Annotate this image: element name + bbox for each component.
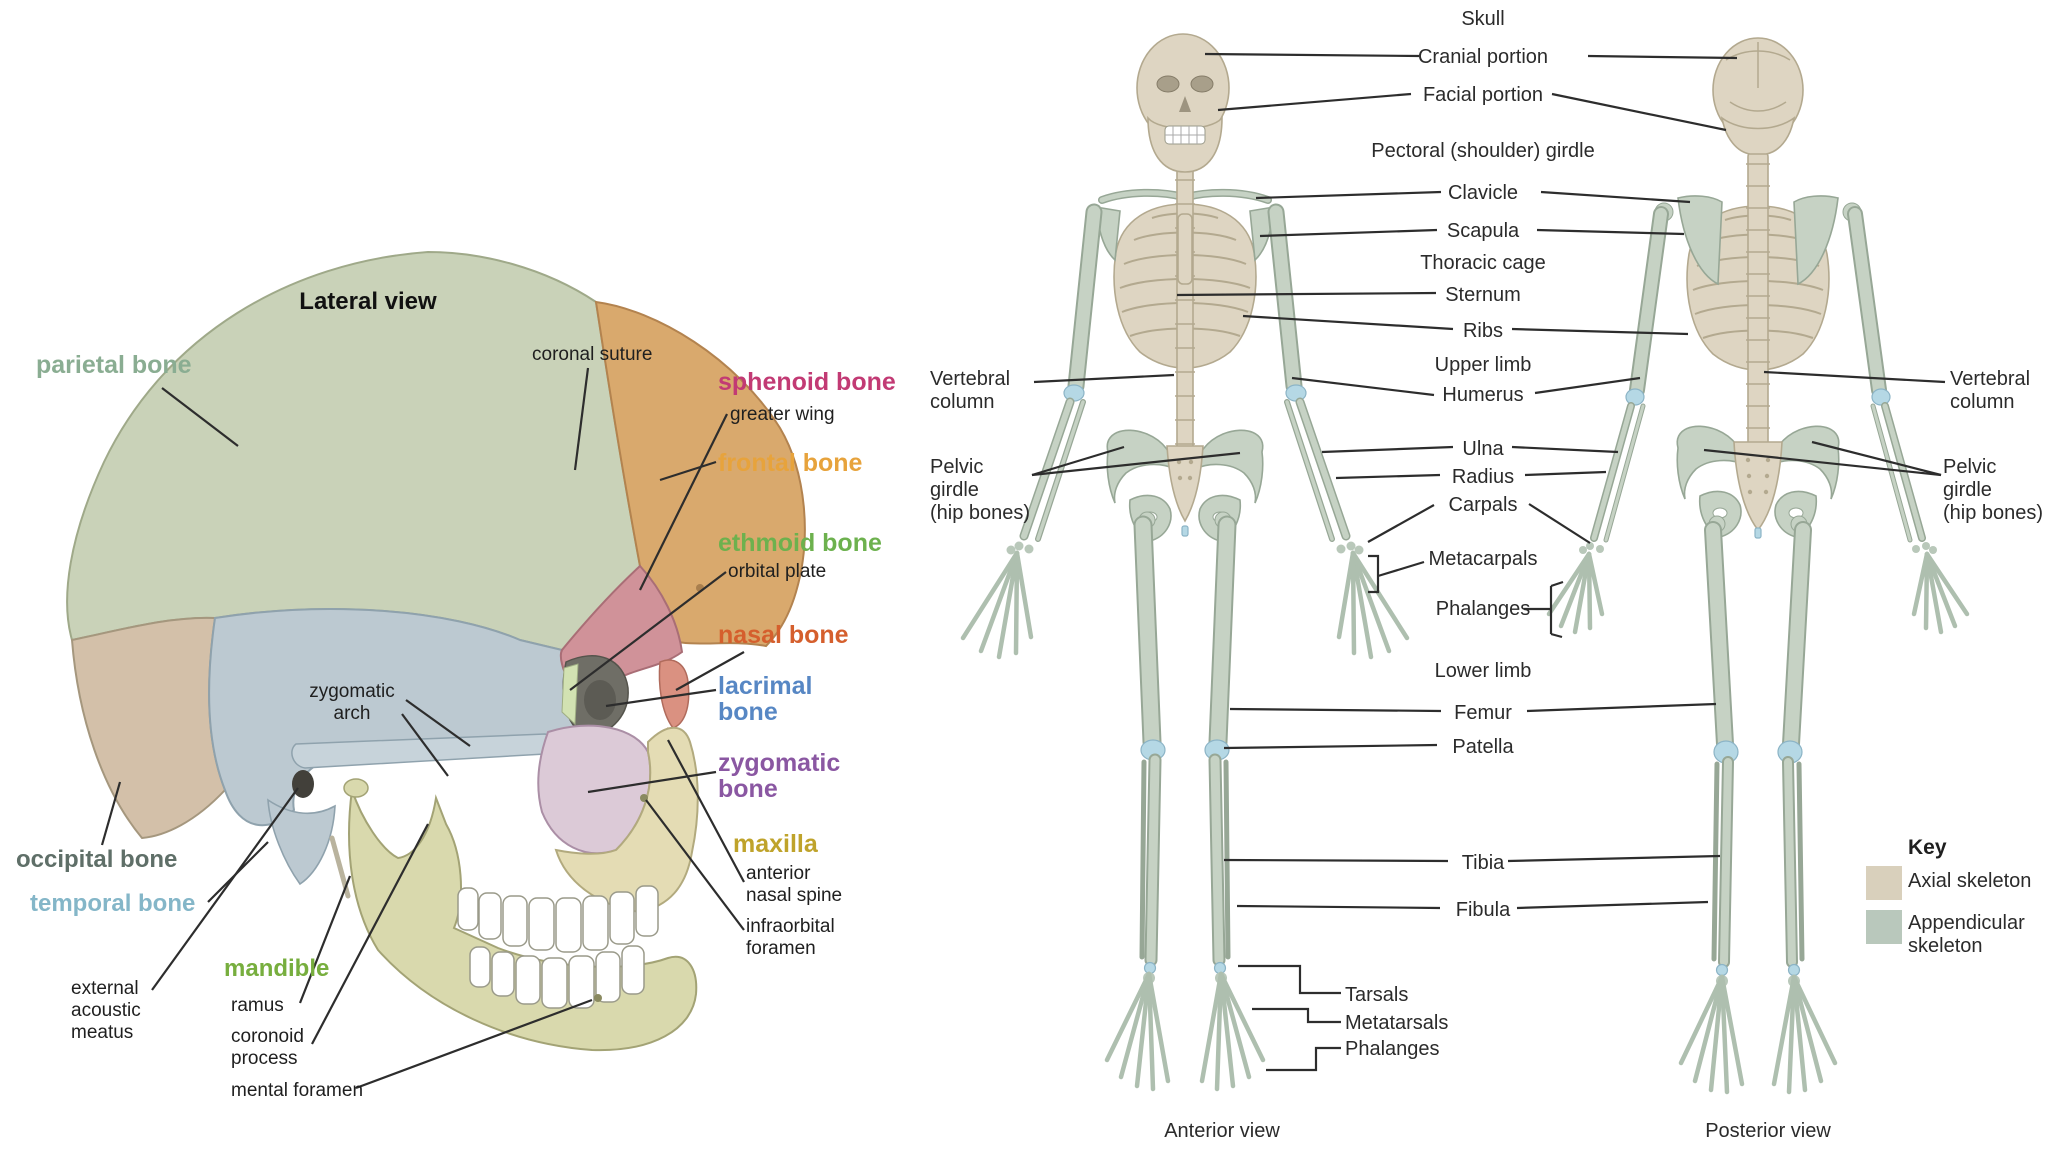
skeleton-leader-lines: [1031, 52, 1946, 1072]
label-vertebral-column-right: Vertebral column: [1950, 368, 2031, 414]
anterior-skeleton: [960, 33, 1407, 1089]
label-frontal-bone: frontal bone: [718, 449, 863, 477]
skull-leader-lines: [100, 367, 745, 1090]
skull-lateral-illustration: [66, 250, 806, 1090]
label-facial-portion: Facial portion: [1422, 84, 1544, 106]
label-phalanges-hand: Phalanges: [1435, 598, 1531, 620]
label-pectoral-girdle: Pectoral (shoulder) girdle: [1371, 140, 1595, 162]
label-thoracic-cage: Thoracic cage: [1420, 252, 1546, 274]
label-anterior-nasal-spine: anterior nasal spine: [746, 863, 843, 907]
lower-teeth: [469, 945, 645, 1009]
label-carpals: Carpals: [1448, 494, 1518, 516]
label-pelvic-girdle-right: Pelvic girdle (hip bones): [1943, 456, 2044, 525]
key-swatch-appendicular: [1866, 910, 1902, 944]
label-orbital-plate: orbital plate: [728, 561, 827, 582]
label-zygomatic-bone: zygomatic bone: [718, 749, 841, 804]
label-ribs: Ribs: [1462, 320, 1504, 342]
label-pelvic-girdle-left: Pelvic girdle (hip bones): [930, 456, 1031, 525]
label-tibia: Tibia: [1461, 852, 1505, 874]
label-mental-foramen: mental foramen: [231, 1080, 364, 1101]
label-skull-heading: Skull: [1461, 8, 1505, 30]
label-ethmoid-bone: ethmoid bone: [718, 529, 882, 557]
label-humerus: Humerus: [1442, 384, 1524, 406]
label-radius: Radius: [1451, 466, 1515, 488]
label-ulna: Ulna: [1462, 438, 1504, 460]
label-zygomatic-arch: zygomatic arch: [309, 681, 395, 725]
label-fibula: Fibula: [1455, 899, 1511, 921]
label-tarsals: Tarsals: [1345, 984, 1409, 1006]
label-lower-limb: Lower limb: [1434, 660, 1532, 682]
key-label-appendicular: Appendicular skeleton: [1908, 912, 2025, 958]
label-vertebral-column-left: Vertebral column: [930, 368, 1011, 414]
mental-foramen-dot: [594, 994, 602, 1002]
key-swatch-axial: [1866, 866, 1902, 900]
label-cranial-portion: Cranial portion: [1417, 46, 1549, 68]
label-sphenoid-bone: sphenoid bone: [718, 368, 896, 396]
lateral-view-title: Lateral view: [299, 288, 437, 315]
label-clavicle: Clavicle: [1447, 182, 1519, 204]
label-anterior-view: Anterior view: [1164, 1120, 1280, 1142]
label-scapula: Scapula: [1446, 220, 1520, 242]
label-upper-limb: Upper limb: [1434, 354, 1532, 376]
label-maxilla: maxilla: [733, 830, 818, 858]
label-greater-wing: greater wing: [730, 404, 835, 425]
label-mandible: mandible: [224, 955, 330, 982]
label-metatarsals: Metatarsals: [1345, 1012, 1449, 1034]
label-sternum: Sternum: [1445, 284, 1521, 306]
label-metacarpals: Metacarpals: [1428, 548, 1538, 570]
label-ramus: ramus: [231, 995, 284, 1016]
label-occipital-bone: occipital bone: [16, 846, 178, 873]
key-label-axial: Axial skeleton: [1908, 870, 2032, 892]
label-lacrimal-bone: lacrimal bone: [718, 672, 813, 727]
key-title: Key: [1908, 836, 1947, 859]
label-infraorbital-foramen: infraorbital foramen: [746, 916, 835, 960]
label-coronal-suture: coronal suture: [532, 344, 653, 365]
label-patella: Patella: [1452, 736, 1514, 758]
posterior-skeleton: [1546, 37, 1967, 1092]
label-posterior-view: Posterior view: [1705, 1120, 1831, 1142]
label-phalanges-foot: Phalanges: [1345, 1038, 1440, 1060]
label-external-acoustic-meatus: external acoustic meatus: [71, 978, 141, 1044]
label-nasal-bone: nasal bone: [718, 621, 849, 649]
label-parietal-bone: parietal bone: [36, 351, 192, 379]
label-femur: Femur: [1454, 702, 1512, 724]
upper-teeth: [457, 885, 659, 953]
label-temporal-bone: temporal bone: [30, 890, 196, 917]
label-coronoid-process: coronoid process: [231, 1026, 304, 1070]
external-acoustic-meatus-opening: [292, 770, 314, 798]
